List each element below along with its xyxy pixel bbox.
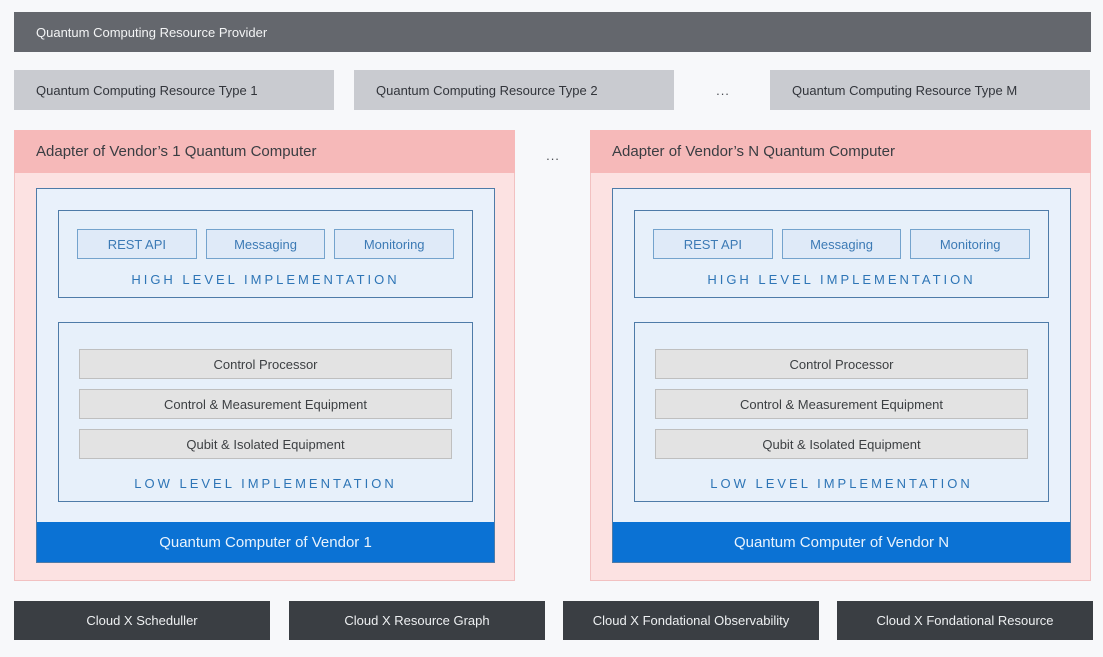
cloud-x-resource-graph-box: Cloud X Resource Graph: [289, 601, 545, 640]
control-measurement-equipment-box: Control & Measurement Equipment: [79, 389, 452, 419]
high-level-components-row: REST API Messaging Monitoring: [653, 229, 1031, 259]
resource-type-label: Quantum Computing Resource Type 1: [36, 82, 258, 98]
high-level-implementation-box: REST API Messaging Monitoring HIGH LEVEL…: [58, 210, 473, 298]
adapter-title-bar: Adapter of Vendor’s 1 Quantum Computer: [14, 130, 515, 173]
control-measurement-equipment-box: Control & Measurement Equipment: [655, 389, 1028, 419]
monitoring-box: Monitoring: [910, 229, 1031, 259]
rest-api-box: REST API: [653, 229, 773, 259]
resource-type-box-1: Quantum Computing Resource Type 1: [14, 70, 334, 110]
low-level-implementation-label: LOW LEVEL IMPLEMENTATION: [710, 476, 973, 491]
qubit-isolated-equipment-box: Qubit & Isolated Equipment: [655, 429, 1028, 459]
resource-types-ellipsis: ...: [716, 82, 730, 98]
resource-type-label: Quantum Computing Resource Type M: [792, 82, 1018, 98]
adapter-title: Adapter of Vendor’s N Quantum Computer: [612, 143, 895, 160]
provider-title: Quantum Computing Resource Provider: [36, 24, 268, 40]
high-level-implementation-label: HIGH LEVEL IMPLEMENTATION: [707, 272, 976, 287]
messaging-box: Messaging: [205, 229, 326, 259]
resource-type-box-m: Quantum Computing Resource Type M: [770, 70, 1090, 110]
quantum-computer-bar: Quantum Computer of Vendor N: [613, 522, 1070, 562]
qubit-isolated-equipment-box: Qubit & Isolated Equipment: [79, 429, 452, 459]
low-level-implementation-box: Control Processor Control & Measurement …: [58, 322, 473, 502]
monitoring-box: Monitoring: [334, 229, 455, 259]
adapters-ellipsis: ...: [546, 147, 560, 163]
rest-api-box: REST API: [77, 229, 197, 259]
low-level-implementation-box: Control Processor Control & Measurement …: [634, 322, 1049, 502]
control-processor-box: Control Processor: [655, 349, 1028, 379]
high-level-implementation-box: REST API Messaging Monitoring HIGH LEVEL…: [634, 210, 1049, 298]
control-processor-box: Control Processor: [79, 349, 452, 379]
high-level-components-row: REST API Messaging Monitoring: [77, 229, 455, 259]
adapter-stack: REST API Messaging Monitoring HIGH LEVEL…: [612, 188, 1071, 563]
messaging-box: Messaging: [781, 229, 902, 259]
adapter-vendor-n: Adapter of Vendor’s N Quantum Computer R…: [590, 130, 1091, 581]
adapter-stack: REST API Messaging Monitoring HIGH LEVEL…: [36, 188, 495, 563]
resource-type-box-2: Quantum Computing Resource Type 2: [354, 70, 674, 110]
high-level-implementation-label: HIGH LEVEL IMPLEMENTATION: [131, 272, 400, 287]
adapter-title: Adapter of Vendor’s 1 Quantum Computer: [36, 143, 317, 160]
adapter-vendor-1: Adapter of Vendor’s 1 Quantum Computer R…: [14, 130, 515, 581]
low-level-implementation-label: LOW LEVEL IMPLEMENTATION: [134, 476, 397, 491]
cloud-x-fondational-resource-box: Cloud X Fondational Resource: [837, 601, 1093, 640]
cloud-x-fondational-observability-box: Cloud X Fondational Observability: [563, 601, 819, 640]
quantum-computer-bar: Quantum Computer of Vendor 1: [37, 522, 494, 562]
resource-type-label: Quantum Computing Resource Type 2: [376, 82, 598, 98]
provider-header-bar: Quantum Computing Resource Provider: [14, 12, 1091, 52]
adapter-title-bar: Adapter of Vendor’s N Quantum Computer: [590, 130, 1091, 173]
cloud-x-scheduller-box: Cloud X Scheduller: [14, 601, 270, 640]
